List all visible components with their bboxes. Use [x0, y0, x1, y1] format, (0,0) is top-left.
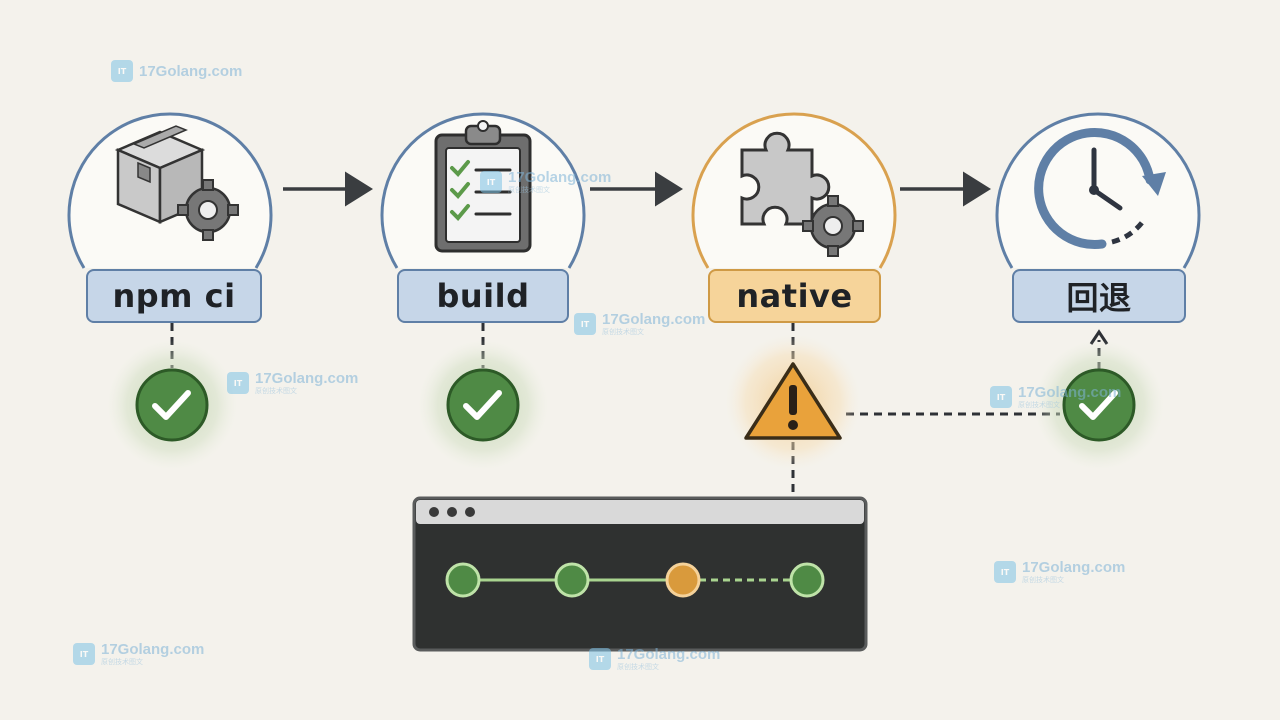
status-success-rollback — [1034, 340, 1164, 470]
status-warning-native — [725, 334, 861, 470]
rollback-up-arrow-icon — [1089, 329, 1109, 345]
step-native-node — [691, 112, 897, 269]
terminal-window — [412, 496, 868, 652]
window-dot-icon — [465, 507, 475, 517]
puzzle-gear-icon — [740, 131, 864, 257]
check-icon — [463, 390, 502, 420]
step-build-node — [380, 112, 586, 269]
step-label-native: native — [708, 269, 881, 323]
step-rollback-node — [995, 112, 1201, 269]
timeline-node-success — [554, 562, 590, 598]
step-npm-ci-node — [67, 112, 273, 269]
timeline-node-success — [445, 562, 481, 598]
step-label-npm-ci: npm ci — [86, 269, 262, 323]
terminal-timeline — [445, 562, 825, 598]
terminal-titlebar — [416, 500, 864, 524]
package-gear-icon — [114, 125, 239, 241]
clock-rewind-icon — [1034, 127, 1166, 249]
timeline-node-warning — [665, 562, 701, 598]
step-label-build: build — [397, 269, 569, 323]
timeline-node-success — [789, 562, 825, 598]
status-success-npm-ci — [107, 340, 237, 470]
window-dot-icon — [447, 507, 457, 517]
check-icon — [1079, 390, 1118, 420]
status-success-build — [418, 340, 548, 470]
window-dot-icon — [429, 507, 439, 517]
check-icon — [152, 390, 191, 420]
clipboard-checklist-icon — [434, 120, 532, 253]
step-label-rollback: 回退 — [1012, 269, 1186, 323]
